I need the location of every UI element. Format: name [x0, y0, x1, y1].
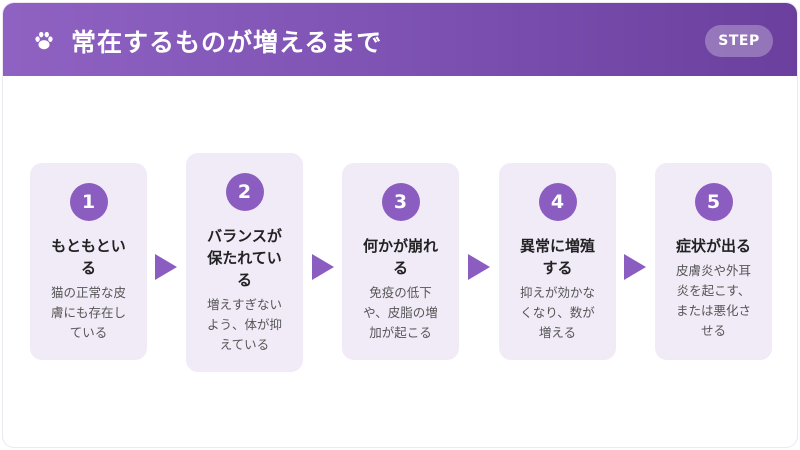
step-card-1: 1 もともといる 猫の正常な皮膚にも存在している: [30, 163, 147, 360]
arrow-right-icon: [155, 254, 177, 280]
step-description: 猫の正常な皮膚にも存在している: [50, 285, 126, 340]
step-description: 増えすぎないよう、体が抑えている: [206, 297, 282, 352]
step-number: 5: [694, 183, 733, 221]
step-title: バランスが保たれている: [207, 227, 282, 289]
step-title: 何かが崩れる: [362, 237, 438, 277]
step-title: 異常に増殖する: [519, 237, 595, 277]
arrow-right-icon: [468, 254, 490, 280]
step-card-2: 2 バランスが保たれている 増えすぎないよう、体が抑えている: [186, 153, 303, 372]
step-number: 2: [225, 173, 264, 211]
step-number: 3: [381, 183, 420, 221]
step-card-5: 5 症状が出る 皮膚炎や外耳炎を起こす、または悪化させる: [655, 163, 772, 360]
step-badge: STEP: [705, 25, 773, 57]
arrow-right-icon: [624, 254, 646, 280]
step-number: 1: [69, 183, 108, 221]
step-title: 症状が出る: [675, 237, 751, 255]
step-description: 抑えが効かなくなり、数が増える: [519, 285, 595, 340]
arrow-right-icon: [312, 254, 334, 280]
step-number: 4: [538, 183, 577, 221]
header-bar: 常在するものが増えるまで STEP: [3, 3, 797, 76]
page-title: 常在するものが増えるまで: [71, 28, 383, 57]
step-card-4: 4 異常に増殖する 抑えが効かなくなり、数が増える: [499, 163, 616, 360]
step-description: 皮膚炎や外耳炎を起こす、または悪化させる: [675, 263, 751, 338]
step-card-3: 3 何かが崩れる 免疫の低下や、皮脂の増加が起こる: [342, 163, 459, 360]
paw-icon: [35, 31, 53, 50]
step-description: 免疫の低下や、皮脂の増加が起こる: [363, 285, 438, 340]
step-title: もともといる: [51, 237, 126, 277]
